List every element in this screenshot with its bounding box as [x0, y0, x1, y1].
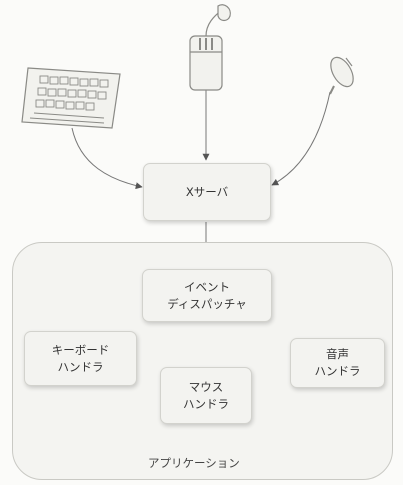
microphone-to-xserver-edge: [271, 91, 331, 186]
x-server-label: Xサーバ: [185, 184, 229, 199]
mouse-handler-node: マウス ハンドラ: [160, 367, 252, 424]
audio-handler-node: 音声 ハンドラ: [290, 338, 385, 388]
x-server-node: Xサーバ: [143, 163, 271, 221]
mouse-handler-label-line2: ハンドラ: [183, 396, 229, 411]
application-label: アプリケーション: [148, 456, 240, 470]
keyboard-to-xserver-edge: [71, 127, 143, 190]
keyboard-handler-label-line1: キーボード: [51, 342, 110, 357]
keyboard-handler-label-line2: ハンドラ: [57, 359, 104, 374]
mouse-handler-label-line1: マウス: [188, 379, 224, 394]
audio-handler-label-line1: 音声: [326, 347, 349, 361]
event-dispatcher-label-line2: ディスパッチャ: [167, 296, 247, 311]
microphone-icon: [329, 56, 354, 95]
event-dispatcher-label-line1: イベント: [184, 279, 230, 294]
keyboard-icon: [21, 67, 121, 129]
mouse-icon: [189, 4, 231, 91]
event-dispatcher-node: イベント ディスパッチャ: [142, 269, 272, 322]
audio-handler-label-line2: ハンドラ: [314, 364, 361, 378]
keyboard-handler-node: キーボード ハンドラ: [24, 331, 137, 386]
